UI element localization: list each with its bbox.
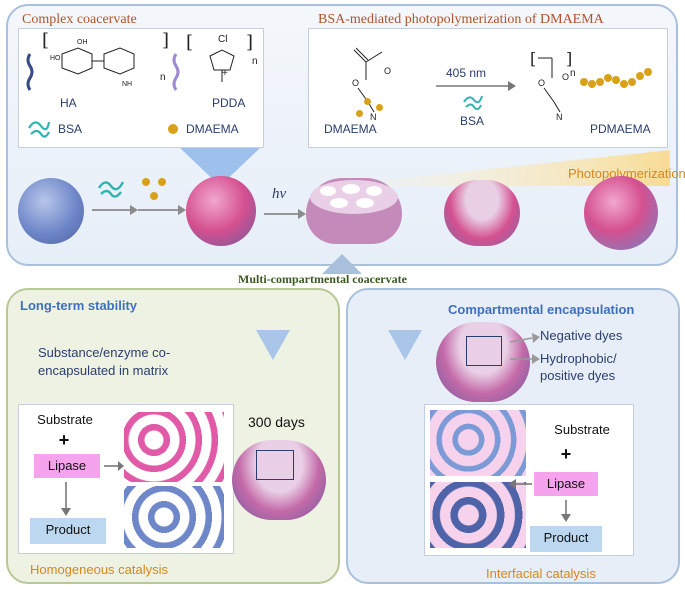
callout-wedge <box>180 148 260 186</box>
right-down-arrow <box>388 330 422 360</box>
days-label: 300 days <box>248 414 305 430</box>
pdda-plus: + <box>222 68 228 79</box>
right-pink-matrix-image <box>430 410 526 476</box>
hydrophobic-dyes-label: Hydrophobic/ positive dyes <box>540 351 617 383</box>
left-lipase-right-arrow <box>104 461 124 471</box>
svg-text:OH: OH <box>77 39 88 46</box>
dmaema-add-dot-1 <box>142 178 150 186</box>
left-substrate-label: Substrate <box>37 412 93 427</box>
dmaema-dot-icon <box>168 124 178 134</box>
hydrophobic-dyes-arrow <box>510 354 540 364</box>
svg-text:N: N <box>556 112 563 122</box>
left-lipase-down-arrow <box>61 482 71 516</box>
right-substrate-label: Substrate <box>554 422 610 437</box>
svg-text:O: O <box>562 72 569 82</box>
left-product-box: Product <box>30 518 106 544</box>
ha-label: HA <box>60 96 77 110</box>
arrow-1 <box>92 205 138 215</box>
dmaema-label: DMAEMA <box>186 122 239 136</box>
svg-text:O: O <box>384 66 391 76</box>
left-description: Substance/enzyme co-encapsulated in matr… <box>38 345 171 378</box>
materials-box <box>18 28 264 148</box>
pdmaema-structure: [ ] O O N <box>530 49 572 122</box>
left-zoom-square <box>256 450 294 480</box>
photopolymerization-label: Photopolymerization <box>568 166 685 181</box>
hv-label: hv <box>272 186 287 202</box>
dmaema-structure: O O N <box>352 47 391 122</box>
dmaema-dot-3 <box>376 104 383 111</box>
arrow-3 <box>264 209 306 219</box>
right-plus-sign: + <box>560 444 572 464</box>
dmaema-dot-1 <box>364 98 371 105</box>
open-bowl-coacervate <box>444 180 520 246</box>
svg-text:HO: HO <box>50 55 61 62</box>
photopolymerized-sphere <box>584 176 658 250</box>
svg-text:[: [ <box>186 32 193 53</box>
left-down-arrow <box>256 330 290 360</box>
svg-text:N: N <box>370 112 377 122</box>
pdda-cl-label: Cl <box>218 34 228 45</box>
right-cut-coacervate <box>436 322 530 402</box>
left-plus-sign: + <box>58 430 70 450</box>
complex-coacervate-title: Complex coacervate <box>22 12 137 27</box>
dmaema-dot-2 <box>356 110 363 117</box>
svg-text:[: [ <box>42 32 49 51</box>
long-term-stability-title: Long-term stability <box>20 298 138 313</box>
left-lipase-box: Lipase <box>34 454 100 478</box>
pdda-label: PDDA <box>212 96 246 110</box>
reactant-label: DMAEMA <box>324 122 377 136</box>
svg-text:]: ] <box>246 32 253 53</box>
pdmaema-n-subscript: n <box>570 68 576 79</box>
interfacial-catalysis-label: Interfacial catalysis <box>486 566 596 581</box>
bsa-add-icon <box>97 181 125 198</box>
svg-text:]: ] <box>162 32 169 51</box>
bsa-catalyst-icon <box>463 95 483 111</box>
svg-text:O: O <box>352 78 359 88</box>
right-lipase-down-arrow <box>561 500 571 522</box>
left-cut-coacervate <box>232 440 326 520</box>
ha-structure: [ OH HO NH ] <box>26 32 169 91</box>
right-lipase-left-arrow <box>508 479 532 489</box>
center-up-arrow <box>322 254 362 274</box>
left-pink-matrix-image <box>124 412 224 482</box>
dmaema-add-dot-3 <box>150 192 158 200</box>
catalyst-label: BSA <box>460 114 485 128</box>
coacervate-sphere-initial <box>18 178 84 244</box>
compartmental-encapsulation-title: Compartmental encapsulation <box>448 302 635 317</box>
reaction-arrow <box>436 81 516 91</box>
right-zoom-square <box>466 336 502 366</box>
svg-text:[: [ <box>530 49 536 68</box>
ha-n-subscript: n <box>160 72 166 83</box>
svg-text:O: O <box>538 78 545 88</box>
right-product-box: Product <box>530 526 602 552</box>
polymer-chain-icon <box>580 68 652 88</box>
pdda-structure: [ ] <box>172 32 253 91</box>
product-label: PDMAEMA <box>590 122 651 136</box>
center-label: Multi-compartmental coacervate <box>238 272 407 286</box>
coacervate-sphere-loaded <box>186 176 256 246</box>
negative-dyes-label: Negative dyes <box>540 328 623 343</box>
photopolymerization-wedge <box>330 150 670 186</box>
left-blue-matrix-image <box>124 486 224 548</box>
wavelength-label: 405 nm <box>446 66 487 80</box>
photopolymerization-title: BSA-mediated photopolymerization of DMAE… <box>318 12 604 27</box>
pdda-n-subscript: n <box>252 56 258 67</box>
right-lipase-box: Lipase <box>534 472 598 496</box>
svg-text:NH: NH <box>122 81 132 88</box>
svg-text:]: ] <box>566 49 572 68</box>
arrow-2 <box>138 205 186 215</box>
reaction-box <box>308 28 668 148</box>
dmaema-add-dot-2 <box>158 178 166 186</box>
right-blue-matrix-image <box>430 482 526 548</box>
bsa-protein-icon <box>28 121 51 138</box>
bsa-label: BSA <box>58 122 83 136</box>
multi-compartment-coacervate <box>306 178 402 244</box>
negative-dyes-arrow <box>509 333 540 343</box>
homogeneous-catalysis-label: Homogeneous catalysis <box>30 562 169 577</box>
